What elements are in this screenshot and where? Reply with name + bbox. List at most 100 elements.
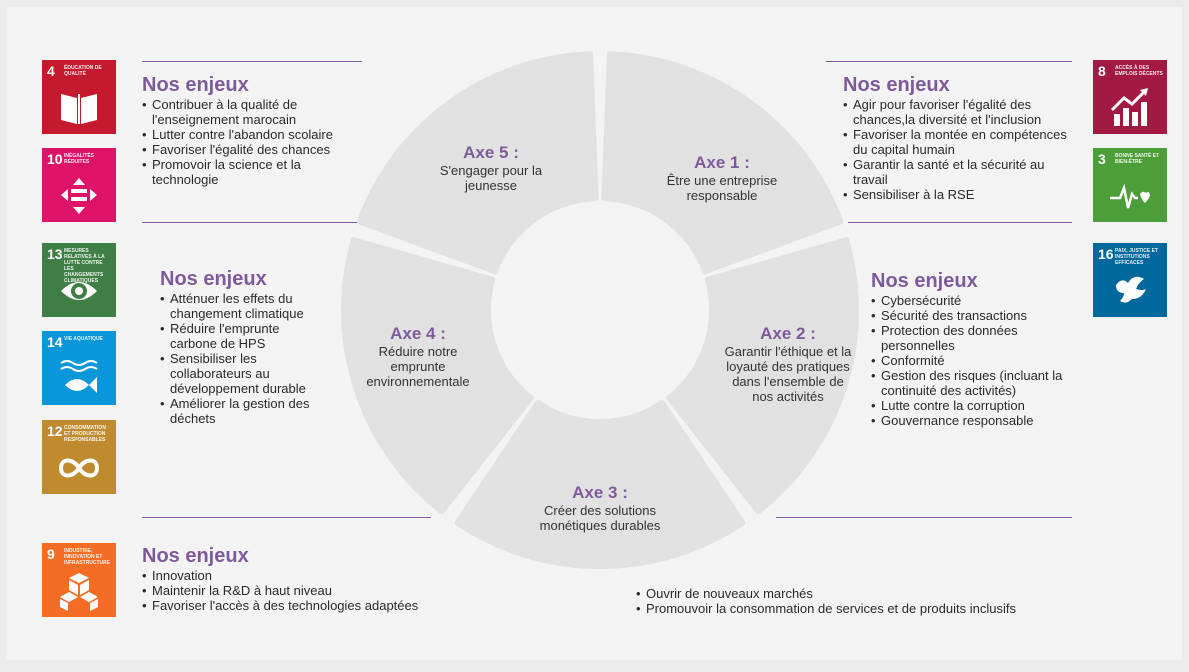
- axe-2-description: Garantir l'éthique et la loyauté des pra…: [724, 344, 852, 404]
- axe-3-description: Créer des solutions monétiques durables: [539, 503, 661, 533]
- enjeux-top-right: Nos enjeux Agir pour favoriser l'égalité…: [843, 74, 1081, 202]
- list-item: Favoriser l'accès à des technologies ada…: [142, 598, 502, 613]
- list-item: Favoriser la montée en compétences du ca…: [843, 127, 1081, 157]
- sdg-4-tile: 4 Éducation de qualité: [42, 60, 116, 134]
- enjeux-bottom-right: Ouvrir de nouveaux marchés Promouvoir la…: [636, 586, 1116, 616]
- axe-1-description: Être une entreprise responsable: [666, 173, 778, 203]
- list-item: Sensibiliser les collaborateurs au dével…: [160, 351, 325, 396]
- list-item: Réduire l'emprunte carbone de HPS: [160, 321, 295, 351]
- list-item: Sécurité des transactions: [871, 308, 1091, 323]
- wheel-segment-axe-2: [666, 237, 859, 515]
- segment-label-axe-4: Axe 4 : Réduire notre emprunte environne…: [350, 323, 486, 389]
- list-item: Protection des données personnelles: [871, 323, 1041, 353]
- sdg-caption: Mesures relatives à la lutte contre les …: [64, 248, 105, 284]
- cubes-icon: [60, 573, 98, 611]
- enjeux-bottom-left: Nos enjeux Innovation Maintenir la R&D à…: [142, 545, 502, 613]
- list-item: Promouvoir la consommation de services e…: [636, 601, 1116, 616]
- wheel-segment-axe-4: [341, 237, 534, 515]
- sdg-caption: Bonne santé et bien-être: [1115, 153, 1160, 165]
- axe-3-title: Axe 3 :: [572, 483, 628, 502]
- enjeux-list: Atténuer les effets du changement climat…: [160, 291, 360, 426]
- sdg-10-tile: 10 Inégalités réduites: [42, 148, 116, 222]
- eye-globe-icon: [61, 282, 97, 300]
- list-item: Améliorer la gestion des déchets: [160, 396, 355, 426]
- axe-4-description: Réduire notre emprunte environnementale: [366, 344, 470, 389]
- list-item: Atténuer les effets du changement climat…: [160, 291, 350, 321]
- sdg-14-tile: 14 Vie aquatique: [42, 331, 116, 405]
- sdg-13-tile: 13 Mesures relatives à la lutte contre l…: [42, 243, 116, 317]
- book-icon: [61, 94, 97, 124]
- segment-label-axe-5: Axe 5 : S'engager pour la jeunesse: [420, 142, 562, 193]
- enjeux-title: Nos enjeux: [142, 545, 249, 567]
- sdg-12-tile: 12 Consommation et production responsabl…: [42, 420, 116, 494]
- sdg-caption: Industrie, innovation et infrastructure: [64, 548, 111, 566]
- list-item: Garantir la santé et la sécurité au trav…: [843, 157, 1081, 187]
- divider-mid-right: [848, 222, 1072, 223]
- divider-top-left: [142, 61, 362, 62]
- axe-2-title: Axe 2 :: [760, 324, 816, 343]
- sdg-caption: Consommation et production responsables: [64, 425, 106, 443]
- list-item: Lutte contre la corruption: [871, 398, 1091, 413]
- enjeux-title: Nos enjeux: [160, 268, 267, 290]
- sdg-number: 3: [1098, 151, 1106, 167]
- sdg-number: 12: [47, 423, 63, 439]
- sdg-number: 14: [47, 334, 63, 350]
- growth-chart-icon: [1110, 88, 1148, 126]
- sdg-caption: Inégalités réduites: [64, 153, 95, 165]
- sdg-16-tile: 16 Paix, justice et institutions efficac…: [1093, 243, 1167, 317]
- segment-label-axe-2: Axe 2 : Garantir l'éthique et la loyauté…: [720, 323, 856, 404]
- fish-icon: [60, 360, 98, 393]
- enjeux-title: Nos enjeux: [871, 270, 978, 292]
- list-item: Innovation: [142, 568, 502, 583]
- sdg-number: 4: [47, 63, 55, 79]
- sdg-number: 10: [47, 151, 63, 167]
- enjeux-list: Cybersécurité Sécurité des transactions …: [871, 293, 1091, 428]
- sdg-number: 9: [47, 546, 55, 562]
- list-item: Favoriser l'égalité des chances: [142, 142, 364, 157]
- enjeux-mid-right: Nos enjeux Cybersécurité Sécurité des tr…: [871, 270, 1091, 428]
- sdg-number: 13: [47, 246, 63, 262]
- list-item: Lutter contre l'abandon scolaire: [142, 127, 364, 142]
- enjeux-mid-left: Nos enjeux Atténuer les effets du change…: [160, 268, 360, 426]
- list-item: Maintenir la R&D à haut niveau: [142, 583, 502, 598]
- infinity-icon: [59, 458, 99, 478]
- list-item: Gestion des risques (incluant la continu…: [871, 368, 1091, 398]
- heartbeat-icon: [1110, 183, 1150, 209]
- sdg-8-tile: 8 Accès à des emplois décents: [1093, 60, 1167, 134]
- axe-4-title: Axe 4 :: [390, 324, 446, 343]
- sdg-caption: Éducation de qualité: [64, 65, 102, 77]
- divider-top-right: [826, 61, 1072, 62]
- segment-label-axe-3: Axe 3 : Créer des solutions monétiques d…: [530, 482, 670, 533]
- segment-label-axe-1: Axe 1 : Être une entreprise responsable: [654, 152, 790, 203]
- list-item: Gouvernance responsable: [871, 413, 1091, 428]
- list-item: Cybersécurité: [871, 293, 1091, 308]
- list-item: Contribuer à la qualité de l'enseignemen…: [142, 97, 364, 127]
- enjeux-list: Agir pour favoriser l'égalité des chance…: [843, 97, 1081, 202]
- axe-5-description: S'engager pour la jeunesse: [439, 163, 543, 193]
- equality-icon: [61, 178, 97, 214]
- enjeux-title: Nos enjeux: [843, 74, 950, 96]
- divider-bottom-left: [142, 517, 431, 518]
- list-item: Promovoir la science et la technologie: [142, 157, 364, 187]
- enjeux-list: Innovation Maintenir la R&D à haut nivea…: [142, 568, 502, 613]
- sdg-caption: Vie aquatique: [64, 336, 103, 342]
- sdg-9-tile: 9 Industrie, innovation et infrastructur…: [42, 543, 116, 617]
- list-item: Sensibiliser à la RSE: [843, 187, 1081, 202]
- divider-bottom-right: [776, 517, 1072, 518]
- axe-1-title: Axe 1 :: [694, 153, 750, 172]
- sdg-number: 16: [1098, 246, 1114, 262]
- sdg-3-tile: 3 Bonne santé et bien-être: [1093, 148, 1167, 222]
- wheel-segment-axe-3: [454, 400, 746, 569]
- list-item: Conformité: [871, 353, 1091, 368]
- enjeux-top-left: Nos enjeux Contribuer à la qualité de l'…: [142, 74, 364, 187]
- enjeux-list: Ouvrir de nouveaux marchés Promouvoir la…: [636, 586, 1116, 616]
- wheel-segment-axe-1: [601, 51, 844, 275]
- sdg-caption: Paix, justice et institutions efficaces: [1115, 248, 1158, 266]
- enjeux-title: Nos enjeux: [142, 74, 249, 96]
- axe-5-title: Axe 5 :: [463, 143, 519, 162]
- list-item: Ouvrir de nouveaux marchés: [636, 586, 1116, 601]
- enjeux-list: Contribuer à la qualité de l'enseignemen…: [142, 97, 364, 187]
- sdg-number: 8: [1098, 63, 1106, 79]
- dove-icon: [1116, 276, 1146, 303]
